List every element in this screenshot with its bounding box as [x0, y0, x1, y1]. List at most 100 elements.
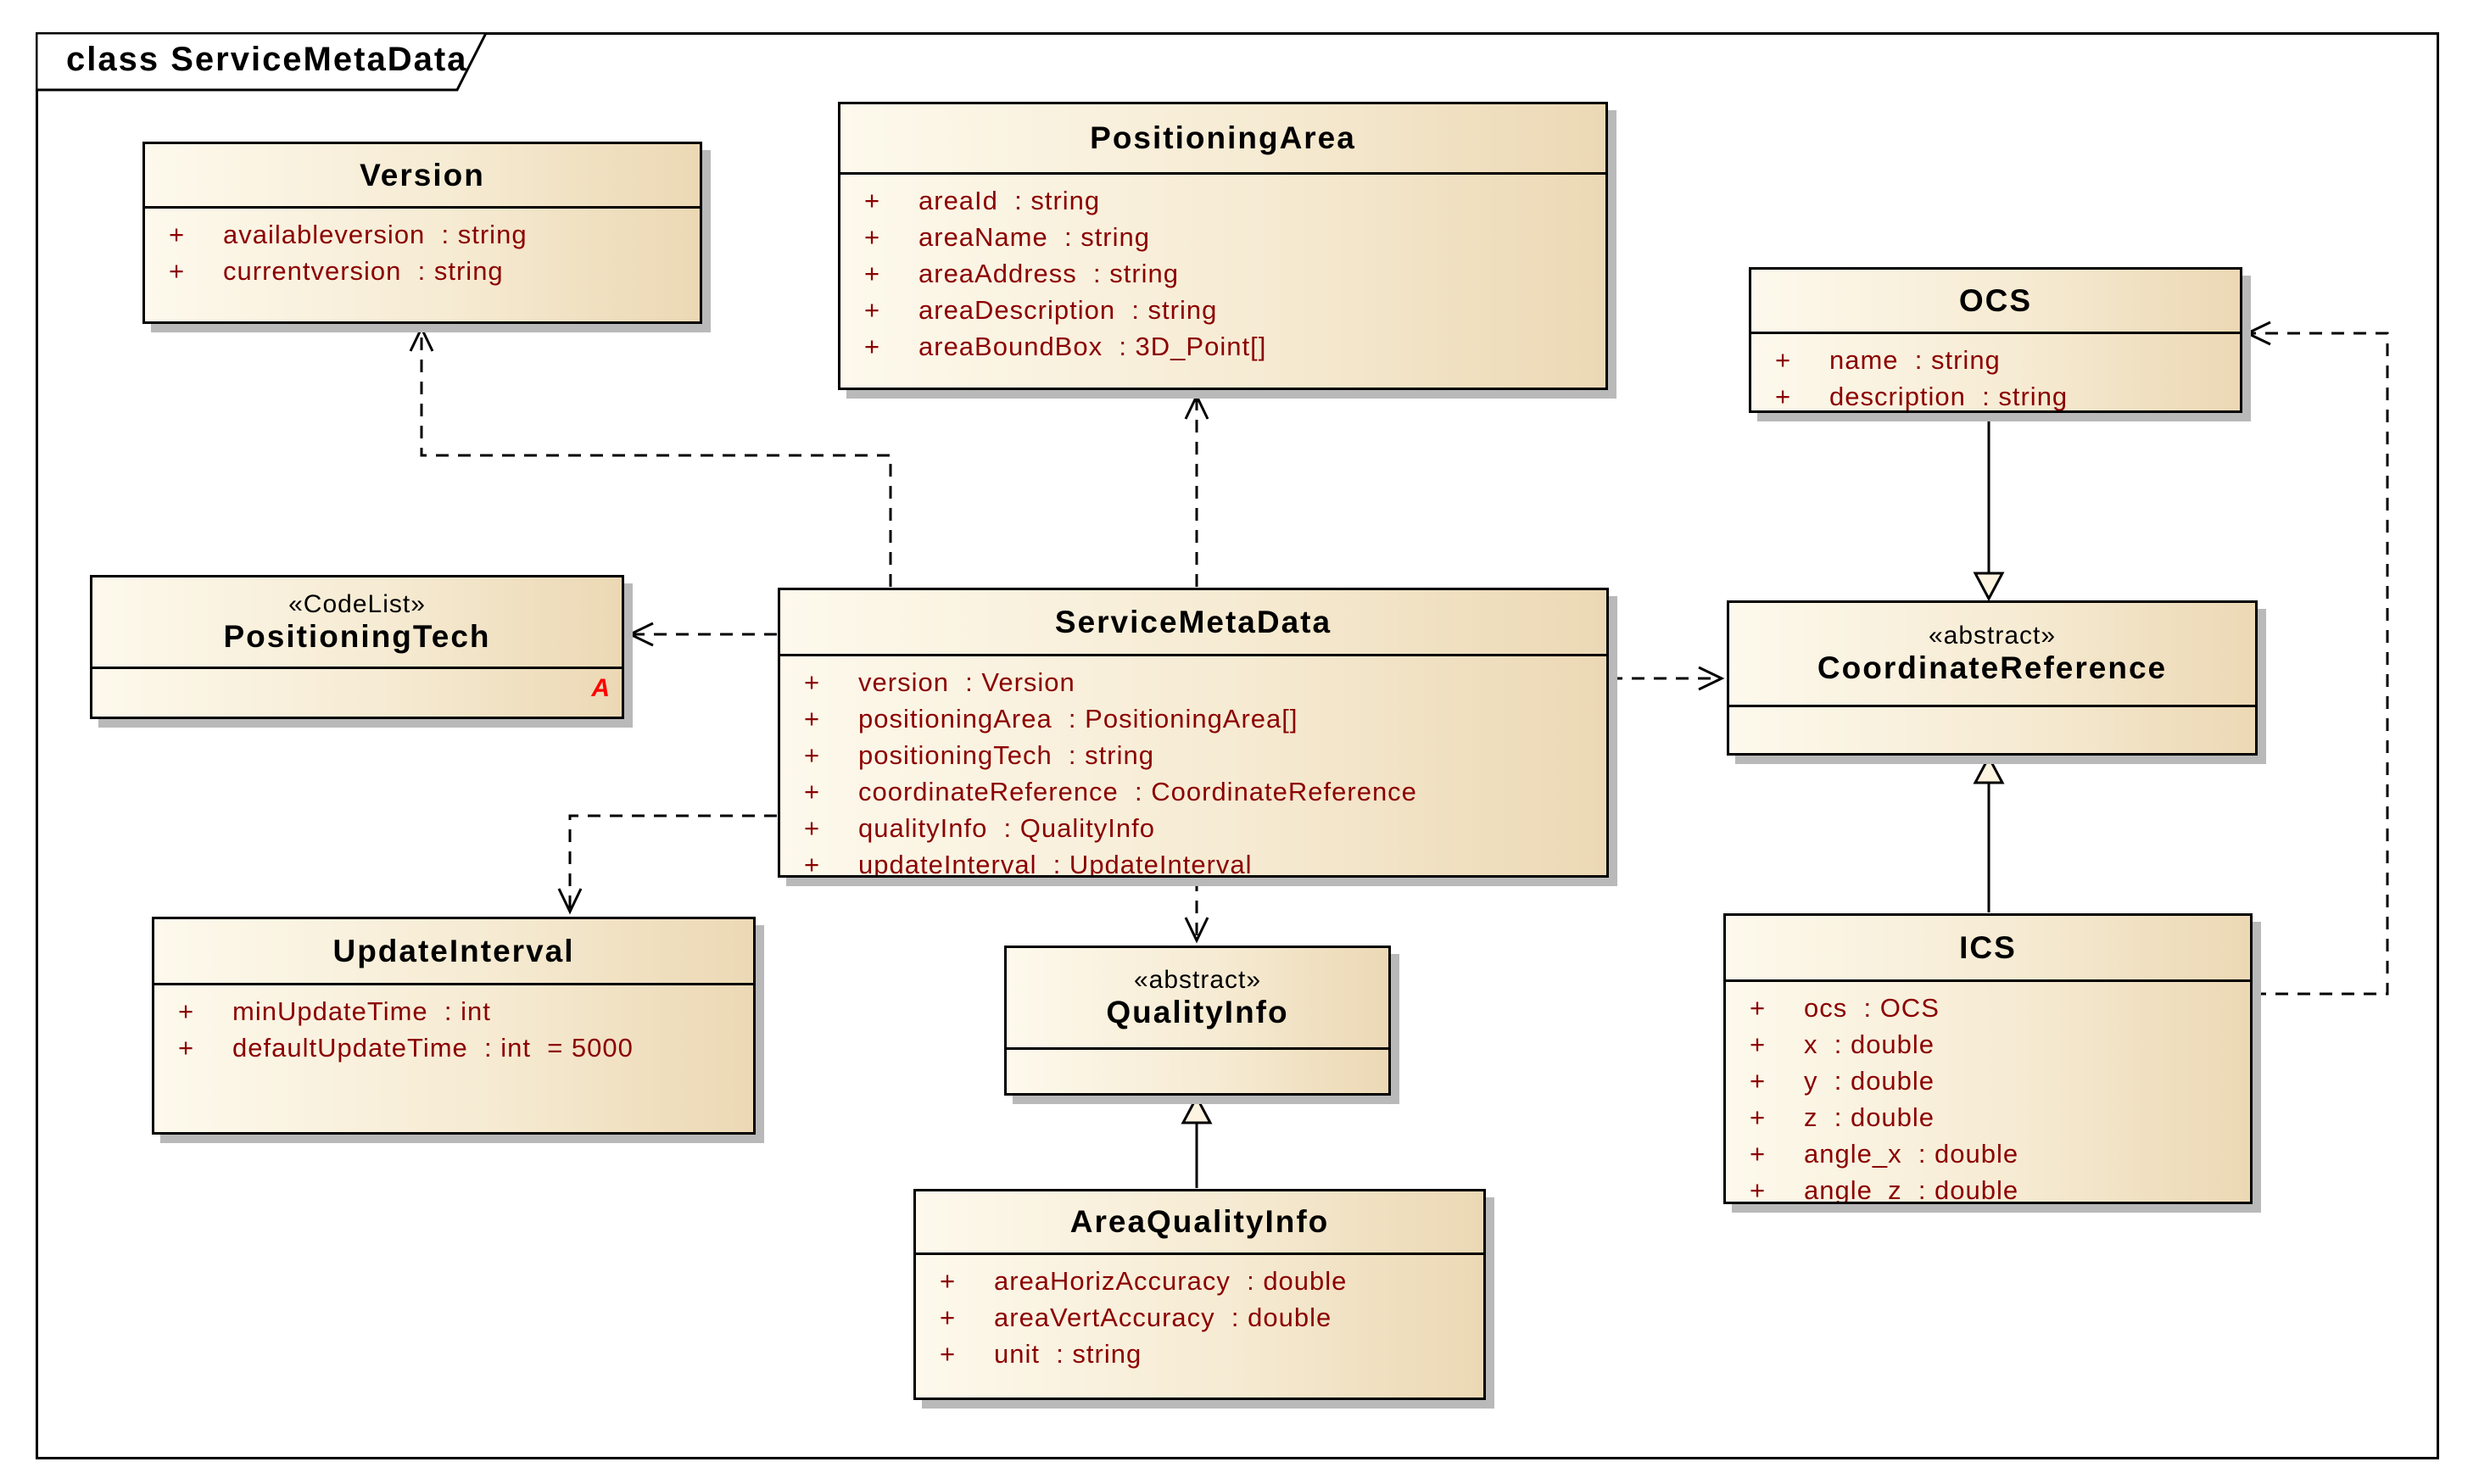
attributes-compartment — [1729, 705, 2255, 753]
attribute-text: x : double — [1804, 1029, 1935, 1059]
attribute-row: +angle_z : double — [1726, 1172, 2250, 1202]
visibility-symbol: + — [864, 222, 881, 252]
attribute-text: y : double — [1804, 1066, 1935, 1096]
attribute-text: positioningArea : PositioningArea[] — [858, 704, 1298, 734]
visibility-symbol: + — [804, 740, 821, 770]
attribute-text: availableversion : string — [223, 220, 528, 249]
class-box-areaqualityinfo[interactable]: AreaQualityInfo +areaHorizAccuracy : dou… — [913, 1189, 1486, 1400]
attribute-row: + areaName : string — [840, 219, 1605, 255]
class-name: AreaQualityInfo — [1069, 1204, 1330, 1239]
class-box-qualityinfo[interactable]: «abstract» QualityInfo — [1004, 946, 1391, 1096]
class-name: ServiceMetaData — [1054, 604, 1332, 639]
dependency-servicemetadata-to-positioningarea[interactable] — [1184, 393, 1209, 587]
attribute-row: +positioningTech : string — [780, 737, 1606, 773]
visibility-symbol: + — [1775, 382, 1792, 410]
class-box-ocs[interactable]: OCS +name : string +description : string — [1749, 267, 2242, 413]
dependency-servicemetadata-to-updateinterval[interactable] — [557, 814, 777, 915]
visibility-symbol: + — [1750, 1175, 1767, 1202]
visibility-symbol: + — [1750, 1029, 1767, 1059]
attribute-row: +qualityInfo : QualityInfo — [780, 810, 1606, 846]
stereotype-label: «CodeList» — [288, 589, 426, 618]
attribute-row: +z : double — [1726, 1099, 2250, 1135]
visibility-symbol: + — [940, 1339, 957, 1369]
class-header: Version — [145, 144, 700, 206]
visibility-symbol: + — [1750, 993, 1767, 1023]
attributes-compartment: +name : string +description : string — [1751, 332, 2240, 410]
class-box-coordinatereference[interactable]: «abstract» CoordinateReference — [1727, 600, 2258, 756]
class-name: PositioningArea — [1090, 120, 1356, 155]
attribute-row: + positioningArea : PositioningArea[] — [780, 700, 1606, 737]
attributes-compartment: +minUpdateTime : int + defaultUpdateTime … — [154, 983, 753, 1132]
attribute-text: unit : string — [994, 1339, 1142, 1369]
attributes-compartment: + availableversion : string + currentversi… — [145, 206, 700, 321]
dependency-servicemetadata-to-positioningtech[interactable] — [627, 622, 777, 647]
class-box-ics[interactable]: ICS + ocs : OCS + x : double + y : double +… — [1723, 913, 2253, 1204]
dependency-servicemetadata-to-qualityinfo[interactable] — [1184, 879, 1209, 944]
visibility-symbol: + — [864, 259, 881, 288]
dependency-servicemetadata-to-version[interactable] — [409, 325, 892, 587]
visibility-symbol: + — [1750, 1066, 1767, 1096]
attribute-row: +angle_x : double — [1726, 1135, 2250, 1172]
diagram-title: class ServiceMetaData — [66, 41, 468, 78]
stereotype-label: «abstract» — [1928, 622, 2057, 650]
class-header: AreaQualityInfo — [916, 1191, 1483, 1252]
attribute-row: +areaVertAccuracy : double — [916, 1299, 1483, 1336]
attribute-text: coordinateReference : CoordinateReferenc… — [858, 777, 1417, 806]
dependency-servicemetadata-to-coordinatereference[interactable] — [1610, 666, 1725, 691]
attribute-text: ocs : OCS — [1804, 993, 1940, 1023]
class-box-version[interactable]: Version + availableversion : string + curr… — [142, 142, 702, 324]
attribute-row: + ocs : OCS — [1726, 990, 2250, 1026]
attribute-text: defaultUpdateTime : int = 5000 — [232, 1033, 634, 1063]
attribute-text: currentversion : string — [223, 256, 504, 286]
attribute-row: + x : double — [1726, 1026, 2250, 1063]
class-box-positioningarea[interactable]: PositioningArea +areaId : string +areaNa… — [838, 102, 1608, 390]
codelist-marker: A — [591, 674, 610, 702]
attribute-row: +areaId : string — [840, 182, 1605, 219]
visibility-symbol: + — [940, 1266, 957, 1296]
dependency-ics-to-ocs[interactable] — [2244, 321, 2389, 996]
attributes-compartment — [1007, 1047, 1388, 1093]
attribute-text: version : Version — [858, 667, 1075, 697]
attribute-text: z : double — [1804, 1102, 1935, 1132]
generalization-areaqualityinfo-to-qualityinfo[interactable] — [1181, 1094, 1213, 1188]
attribute-row: +version : Version — [780, 664, 1606, 700]
attributes-compartment: A — [92, 667, 622, 717]
generalization-ocs-to-coordinatereference[interactable] — [1973, 414, 2005, 602]
class-header: «CodeList» PositioningTech — [92, 577, 622, 667]
visibility-symbol: + — [804, 777, 821, 806]
attribute-row: + defaultUpdateTime : int = 5000 — [154, 1029, 753, 1066]
visibility-symbol: + — [178, 996, 195, 1026]
class-name: Version — [360, 157, 485, 192]
class-header: «abstract» CoordinateReference — [1729, 603, 2255, 705]
attributes-compartment: +areaId : string +areaName : string +are… — [840, 172, 1605, 388]
attribute-text: angle_x : double — [1804, 1139, 2019, 1169]
visibility-symbol: + — [178, 1033, 195, 1063]
attribute-row: +areaAddress : string — [840, 255, 1605, 292]
class-name: OCS — [1958, 282, 2033, 318]
visibility-symbol: + — [169, 220, 186, 249]
frame-tab-shape — [36, 32, 489, 92]
attribute-row: +minUpdateTime : int — [154, 993, 753, 1029]
class-name: CoordinateReference — [1817, 650, 2168, 685]
attribute-text: areaVertAccuracy : double — [994, 1303, 1332, 1332]
class-box-servicemetadata[interactable]: ServiceMetaData +version : Version +posi… — [778, 588, 1609, 878]
attribute-row: +areaHorizAccuracy : double — [916, 1263, 1483, 1299]
visibility-symbol: + — [169, 256, 186, 286]
class-name: PositioningTech — [223, 618, 491, 654]
attribute-row: + coordinateReference : CoordinateReferen… — [780, 773, 1606, 810]
class-header: ICS — [1726, 916, 2250, 979]
attribute-text: areaName : string — [918, 222, 1150, 252]
visibility-symbol: + — [864, 295, 881, 325]
attribute-text: areaId : string — [918, 186, 1101, 215]
class-box-positioningtech[interactable]: «CodeList» PositioningTech A — [90, 575, 624, 719]
visibility-symbol: + — [804, 704, 821, 734]
attribute-row: + availableversion : string — [145, 216, 700, 253]
attribute-text: areaBoundBox : 3D_Point[] — [918, 332, 1267, 361]
attribute-row: + currentversion : string — [145, 253, 700, 289]
visibility-symbol: + — [804, 850, 821, 875]
generalization-ics-to-coordinatereference[interactable] — [1973, 754, 2005, 912]
class-header: «abstract» QualityInfo — [1007, 948, 1388, 1047]
attribute-row: + y : double — [1726, 1063, 2250, 1099]
class-box-updateinterval[interactable]: UpdateInterval +minUpdateTime : int +def… — [152, 917, 756, 1135]
